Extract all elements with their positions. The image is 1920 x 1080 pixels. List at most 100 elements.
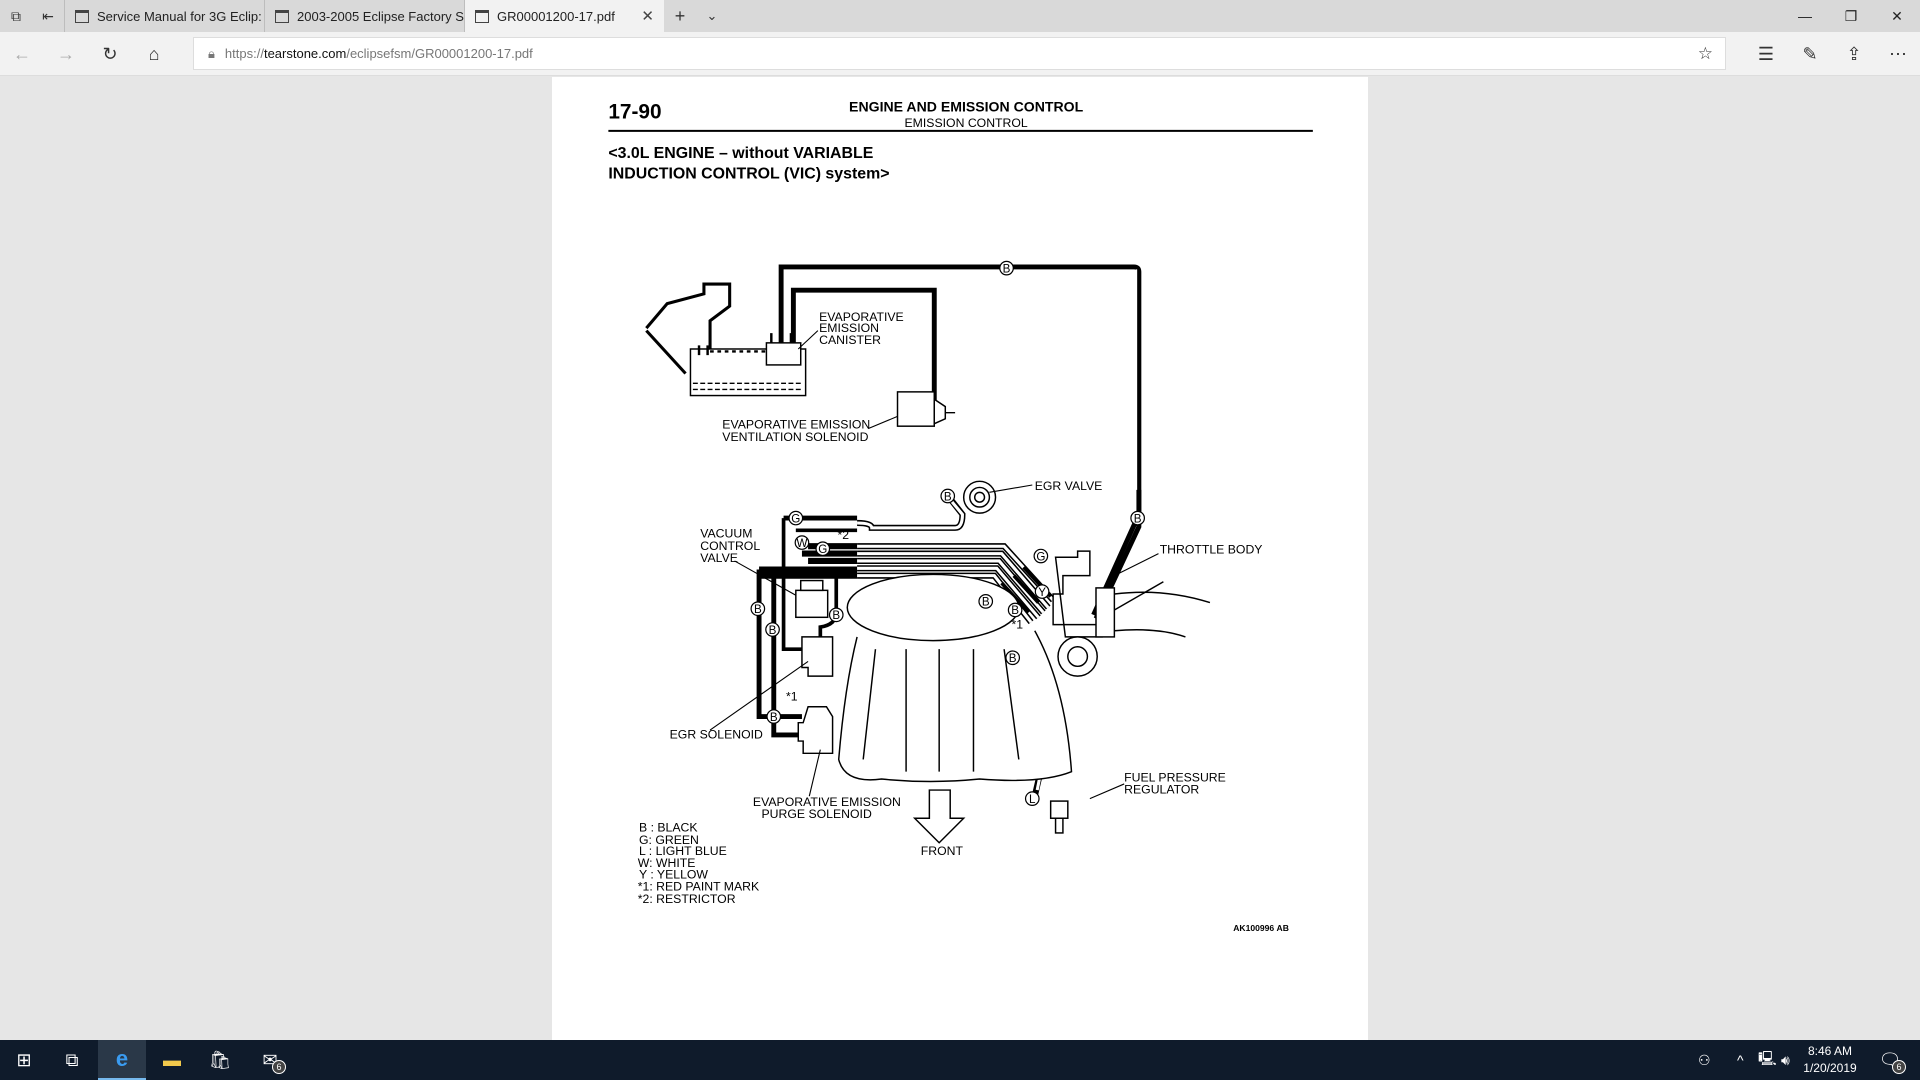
svg-text:EVAPORATIVE: EVAPORATIVE	[819, 310, 904, 324]
svg-text:L : LIGHT BLUE: L : LIGHT BLUE	[639, 844, 727, 858]
canister-assembly	[645, 282, 807, 397]
svg-text:EVAPORATIVE EMISSION: EVAPORATIVE EMISSION	[722, 418, 870, 432]
people-icon[interactable]: ⚇	[1698, 1051, 1711, 1068]
svg-text:*2: *2	[837, 528, 849, 542]
page-icon	[275, 9, 289, 23]
edge-taskbar-icon[interactable]: e	[98, 1040, 146, 1080]
svg-text:B : BLACK: B : BLACK	[639, 821, 698, 835]
refresh-button[interactable]: ↻	[102, 43, 118, 64]
url-host: tearstone.com	[263, 46, 347, 61]
tab-title: GR00001200-17.pdf	[497, 8, 615, 24]
hose-color-marker: B	[1007, 602, 1023, 618]
ventilation-solenoid	[896, 391, 956, 427]
action-center-icon[interactable]: 🗨︎6	[1866, 1040, 1914, 1080]
section-title-line2: INDUCTION CONTROL (VIC) system>	[608, 166, 889, 183]
vacuum-control-valve	[795, 579, 829, 619]
favorites-hub-icon[interactable]: ☰	[1757, 43, 1775, 64]
marker-letter: B	[1011, 604, 1019, 617]
volume-icon[interactable]: 🔊︎	[1781, 1051, 1790, 1068]
purge-solenoid	[797, 706, 834, 755]
forward-button[interactable]: →	[57, 43, 75, 64]
hose-color-marker: L	[1024, 791, 1040, 806]
marker-letter: B	[982, 596, 990, 609]
file-explorer-icon[interactable]: ▬	[163, 1049, 181, 1070]
show-hidden-icons-chevron[interactable]: ^	[1737, 1052, 1744, 1068]
web-note-pen-icon[interactable]: ✎	[1802, 43, 1818, 64]
start-button[interactable]: ⊞	[16, 1049, 32, 1070]
new-tab-button[interactable]: +	[674, 5, 686, 26]
marker-letter: B	[754, 603, 762, 616]
tab-actions-icon[interactable]: ⧉	[11, 7, 21, 24]
hose-color-marker: B	[940, 488, 956, 504]
svg-text:VENTILATION SOLENOID: VENTILATION SOLENOID	[722, 430, 868, 444]
tab-pdf[interactable]: GR00001200-17.pdf ✕	[464, 0, 664, 32]
egr-solenoid	[801, 636, 834, 677]
section-title-line1: <3.0L ENGINE – without VARIABLE	[608, 145, 873, 162]
marker-letter: G	[818, 543, 827, 556]
mail-icon[interactable]: ✉6	[246, 1040, 294, 1080]
hose-color-marker: B	[1005, 650, 1021, 666]
marker-letter: B	[770, 711, 778, 724]
minimize-button[interactable]: —	[1798, 8, 1812, 24]
tab-service-manual[interactable]: Service Manual for 3G Eclip:	[64, 0, 264, 32]
network-icon[interactable]: 🖳︎	[1758, 1050, 1777, 1066]
header-subtitle: EMISSION CONTROL	[905, 116, 1028, 130]
figure-id: AK100996 AB	[1233, 923, 1289, 933]
tab-bar: ⧉ ⇤ Service Manual for 3G Eclip: 2003-20…	[0, 0, 1920, 32]
emission-hose-diagram: 17-90 ENGINE AND EMISSION CONTROL EMISSI…	[608, 98, 1313, 933]
svg-text:FUEL PRESSURE: FUEL PRESSURE	[1124, 770, 1226, 784]
leader-lines	[709, 330, 1159, 800]
page-number: 17-90	[608, 101, 661, 124]
svg-text:EMISSION: EMISSION	[819, 321, 879, 335]
svg-text:FRONT: FRONT	[921, 844, 964, 858]
close-window-button[interactable]: ✕	[1891, 7, 1903, 24]
marker-letter: B	[832, 609, 840, 622]
marker-letter: B	[944, 490, 952, 503]
clock-time: 8:46 AM	[1807, 1044, 1853, 1058]
back-button[interactable]: ←	[13, 43, 31, 64]
svg-text:CONTROL: CONTROL	[700, 539, 760, 553]
egr-valve	[962, 480, 997, 514]
svg-text:EGR SOLENOID: EGR SOLENOID	[670, 728, 763, 742]
mail-badge: 6	[272, 1060, 286, 1074]
intake-manifold	[837, 573, 1073, 783]
tab-eclipse-factory[interactable]: 2003-2005 Eclipse Factory S	[264, 0, 464, 32]
restore-button[interactable]: ❐	[1844, 7, 1858, 24]
marker-letter: B	[1134, 512, 1142, 525]
components	[645, 282, 1211, 844]
marker-letter: L	[1029, 793, 1036, 806]
header-title: ENGINE AND EMISSION CONTROL	[849, 98, 1084, 114]
svg-text:CANISTER: CANISTER	[819, 333, 881, 347]
svg-text:G: GREEN: G: GREEN	[639, 833, 699, 847]
home-button[interactable]: ⌂	[148, 43, 160, 64]
pdf-page: 17-90 ENGINE AND EMISSION CONTROL EMISSI…	[552, 77, 1368, 1040]
set-tabs-aside-icon[interactable]: ⇤	[42, 7, 54, 24]
hose-color-marker: B	[978, 594, 994, 609]
more-menu-icon[interactable]: ⋯	[1889, 43, 1907, 64]
hose-color-marker: Y	[1034, 584, 1050, 599]
svg-text:VALVE: VALVE	[700, 551, 738, 565]
hose-color-marker: B	[765, 622, 780, 637]
store-icon[interactable]: 🛍︎	[208, 1049, 232, 1070]
front-arrow-icon	[912, 789, 966, 844]
notification-badge: 6	[1892, 1060, 1906, 1074]
lock-icon: 🔒︎	[208, 45, 215, 61]
favorite-star-icon[interactable]: ☆	[1697, 43, 1713, 63]
page-icon	[475, 9, 489, 23]
close-tab-icon[interactable]: ✕	[641, 8, 654, 25]
hose-color-marker: G	[788, 510, 804, 526]
task-view-button[interactable]: ⧉	[65, 1049, 79, 1070]
url-path: /eclipsefsm/GR00001200-17.pdf	[346, 46, 533, 61]
tab-preview-chevron-icon[interactable]: ⌄	[706, 8, 718, 23]
svg-text:*2: RESTRICTOR: *2: RESTRICTOR	[638, 892, 736, 906]
svg-text:REGULATOR: REGULATOR	[1124, 783, 1199, 797]
svg-text:W: WHITE: W: WHITE	[638, 856, 696, 870]
address-bar[interactable]: 🔒︎ https://tearstone.com/eclipsefsm/GR00…	[193, 37, 1726, 70]
marker-letter: B	[769, 624, 777, 637]
hose-color-marker: B	[828, 607, 844, 623]
throttle-body	[1052, 550, 1211, 677]
share-icon[interactable]: ⇪	[1846, 43, 1862, 64]
